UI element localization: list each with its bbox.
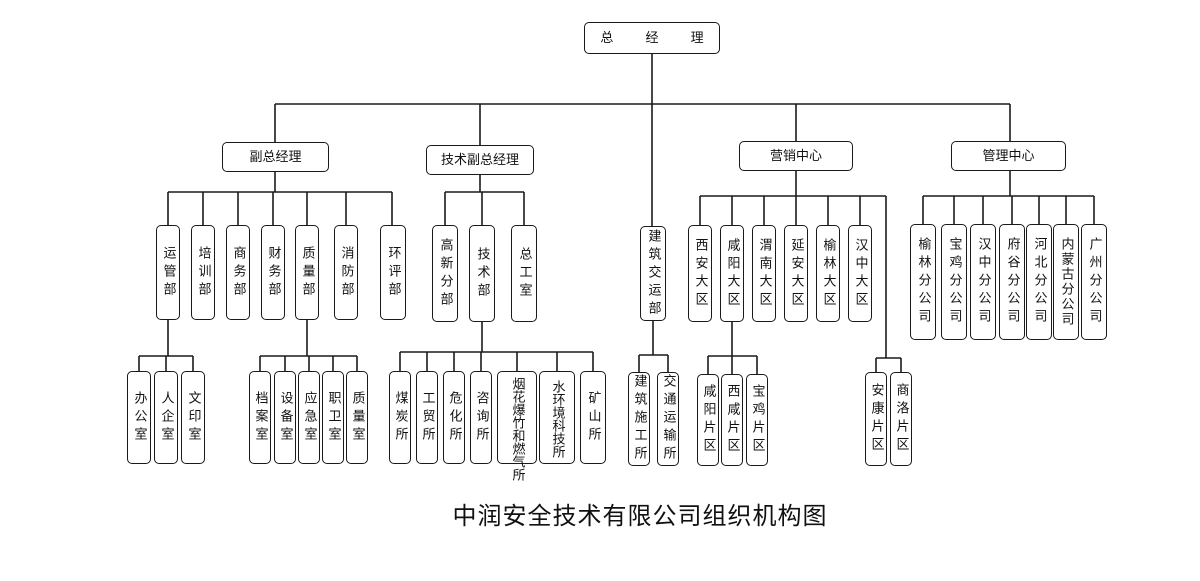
institute-coal: 煤炭所 (389, 371, 411, 464)
node-management-center: 管理中心 (951, 141, 1066, 171)
node-marketing-center: 营销中心 (739, 141, 853, 171)
dept-business: 商务部 (226, 225, 250, 320)
office-room: 办公室 (127, 371, 151, 464)
equipment-room: 设备室 (274, 371, 296, 464)
area-baoji: 宝鸡片区 (746, 374, 768, 466)
occupational-health-room: 职卫室 (322, 371, 344, 464)
area-shangluo: 商洛片区 (890, 372, 912, 466)
branch-inner-mongolia: 内蒙古分公司 (1053, 224, 1079, 340)
dept-env-assessment: 环评部 (380, 225, 406, 320)
institute-transport: 交通运输所 (657, 372, 679, 466)
region-xian: 西安大区 (688, 225, 712, 322)
dept-high-tech-branch: 高新分部 (432, 225, 458, 322)
quality-room: 质量室 (346, 371, 368, 464)
node-technical-deputy-gm: 技术副总经理 (426, 145, 534, 175)
institute-industry-trade: 工贸所 (416, 371, 438, 464)
region-xianyang: 咸阳大区 (720, 225, 744, 322)
chart-caption: 中润安全技术有限公司组织机构图 (452, 502, 828, 530)
node-general-manager: 总 经 理 (584, 22, 720, 54)
branch-yulin: 榆林分公司 (910, 224, 936, 340)
node-deputy-general-manager: 副总经理 (222, 142, 329, 172)
branch-guangzhou: 广州分公司 (1081, 224, 1107, 340)
region-yulin: 榆林大区 (816, 225, 840, 322)
institute-fireworks-gas: 烟花爆竹和燃气所 (497, 371, 537, 481)
branch-fugu: 府谷分公司 (999, 224, 1025, 340)
branch-hanzhong: 汉中分公司 (970, 224, 996, 340)
institute-consulting: 咨询所 (470, 371, 492, 464)
branch-hebei: 河北分公司 (1026, 224, 1052, 340)
dept-construction-transport: 建筑交运部 (640, 226, 666, 321)
region-hanzhong: 汉中大区 (848, 225, 872, 322)
dept-yunguan: 运管部 (156, 225, 180, 320)
dept-training: 培训部 (191, 225, 215, 320)
dept-finance: 财务部 (261, 225, 285, 320)
institute-hazardous-chem: 危化所 (443, 371, 465, 464)
print-room: 文印室 (181, 371, 205, 464)
region-yanan: 延安大区 (784, 225, 808, 322)
area-xixian: 西咸片区 (721, 374, 743, 466)
dept-chief-engineer-office: 总工室 (511, 225, 537, 322)
area-xianyang: 咸阳片区 (697, 374, 719, 466)
archive-room: 档案室 (249, 371, 271, 464)
institute-mining: 矿山所 (580, 371, 606, 464)
region-weinan: 渭南大区 (752, 225, 776, 322)
emergency-room: 应急室 (298, 371, 320, 464)
branch-baoji: 宝鸡分公司 (941, 224, 967, 340)
dept-fire: 消防部 (334, 225, 358, 320)
dept-technology: 技术部 (469, 225, 495, 322)
hr-room: 人企室 (154, 371, 178, 464)
area-ankang: 安康片区 (865, 372, 887, 466)
dept-quality: 质量部 (295, 225, 319, 320)
institute-construction: 建筑施工所 (628, 372, 650, 466)
institute-water-env-tech: 水环境科技所 (539, 371, 575, 464)
